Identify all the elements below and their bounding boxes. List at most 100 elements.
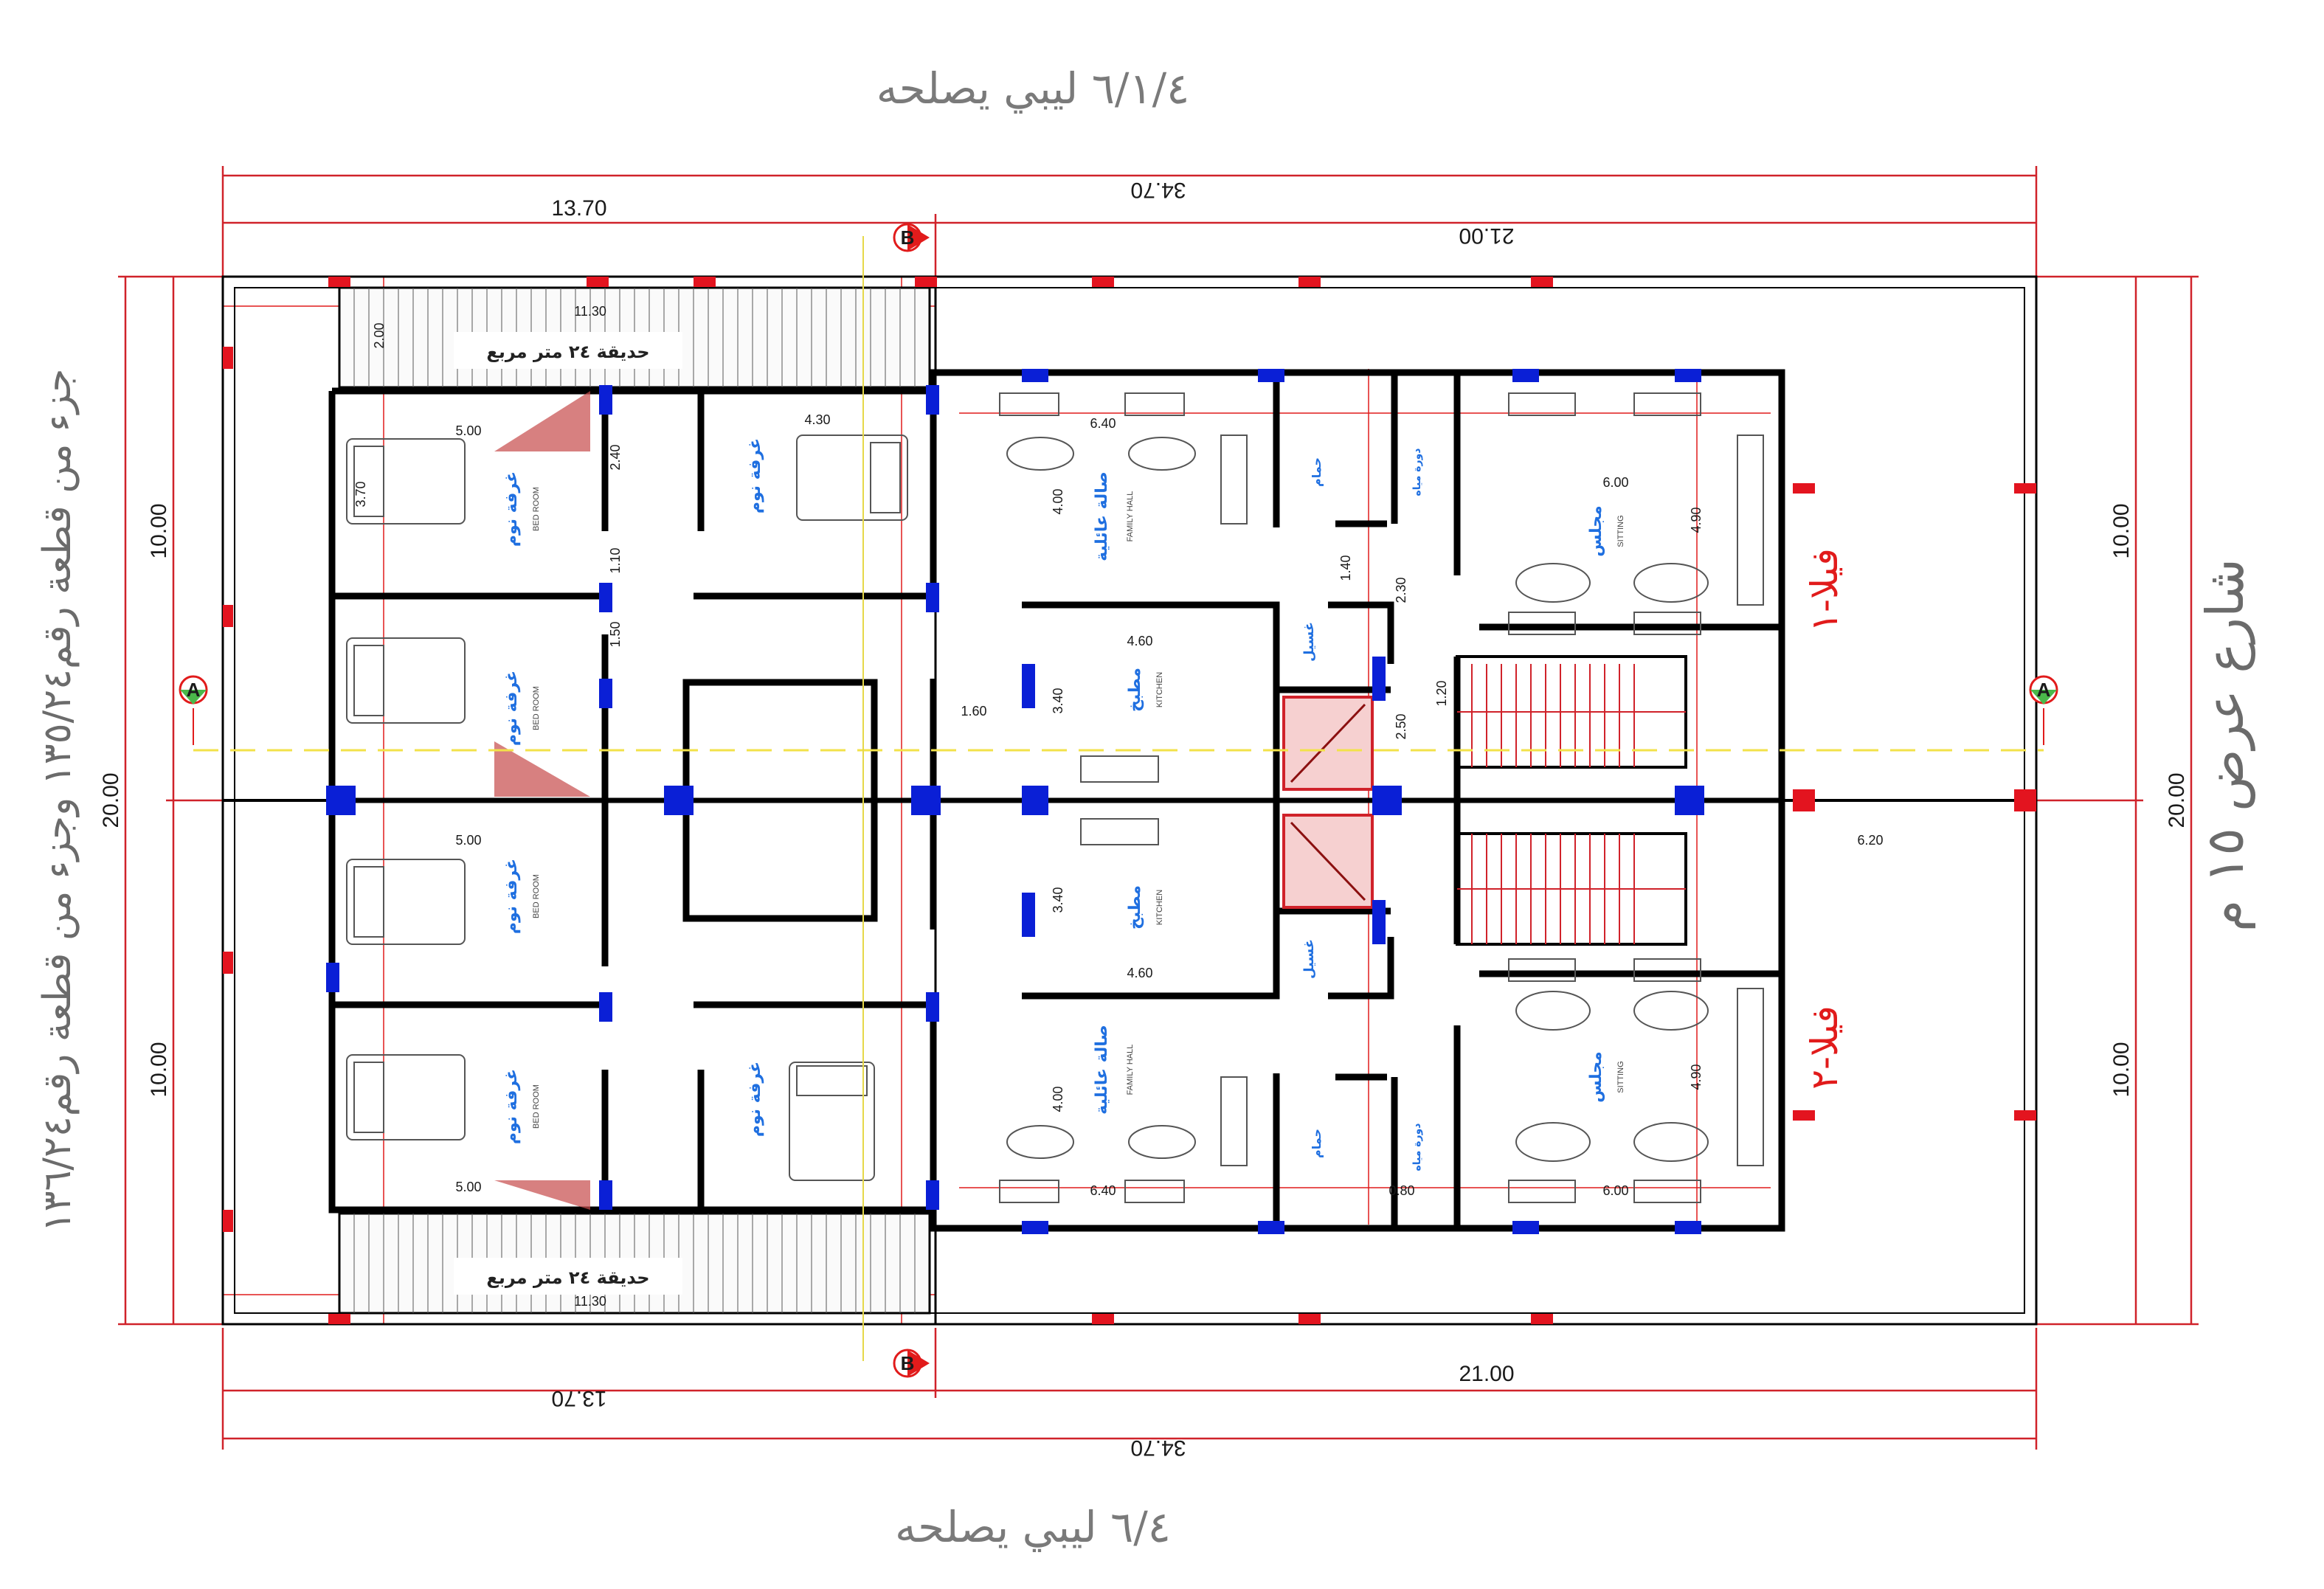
svg-text:4.60: 4.60 — [1127, 966, 1152, 980]
section-b-top: B — [901, 226, 915, 249]
svg-text:FAMILY HALL: FAMILY HALL — [1126, 1045, 1135, 1095]
svg-text:1.50: 1.50 — [608, 621, 623, 647]
svg-text:5.00: 5.00 — [455, 1180, 481, 1194]
right-part-bottom: 21.00 — [1459, 1362, 1514, 1386]
bedroom-label: غرفة نوم — [502, 859, 521, 934]
svg-text:4.90: 4.90 — [1689, 1064, 1704, 1090]
bottom-note: ٦/٤ ليبي يصلحه — [895, 1502, 1171, 1552]
half-depth-left-top: 10.00 — [147, 503, 171, 558]
right-side-text: شارع عرض ١٥ م — [2195, 558, 2255, 932]
laundry-label: غسيل — [1301, 622, 1317, 662]
bedroom-label: غرفة نوم — [502, 471, 521, 547]
svg-text:5.00: 5.00 — [455, 423, 481, 438]
villa-2-label: فيلا-٢ — [1803, 1005, 1846, 1090]
columns — [326, 369, 1704, 1234]
svg-text:2.40: 2.40 — [608, 444, 623, 470]
room-labels-villa-2: غرفة نوم BED ROOM غرفة نوم BED ROOM غرفة… — [502, 859, 1625, 1171]
garden-bottom: حديقة ٢٤ متر مربع 11.30 — [338, 1212, 931, 1315]
bedroom-label: غرفة نوم — [502, 671, 521, 746]
bath-label: حمام — [1310, 457, 1324, 487]
svg-text:1.60: 1.60 — [961, 704, 986, 719]
total-depth-right: 20.00 — [2165, 772, 2189, 828]
svg-text:2.30: 2.30 — [1394, 577, 1408, 603]
svg-text:3.40: 3.40 — [1051, 688, 1065, 713]
sitting-label: مجلس — [1587, 1051, 1605, 1103]
kitchen-label: مطبخ — [1126, 885, 1144, 929]
service-shafts — [494, 391, 1374, 1210]
half-depth-right-top: 10.00 — [2109, 503, 2134, 558]
half-depth-right-bottom: 10.00 — [2109, 1042, 2134, 1097]
section-line-b: B B — [862, 223, 930, 1378]
total-width-top: 34.70 — [1130, 178, 1186, 202]
svg-text:BED ROOM: BED ROOM — [532, 874, 541, 918]
svg-text:KITCHEN: KITCHEN — [1155, 890, 1164, 925]
svg-text:BED ROOM: BED ROOM — [532, 686, 541, 730]
svg-text:4.30: 4.30 — [804, 412, 830, 427]
room-labels-villa-1: غرفة نوم BED ROOM غرفة نوم BED ROOM غرفة… — [502, 438, 1625, 746]
family-hall-label: صالة عائلية — [1093, 1025, 1111, 1115]
stair-treads — [1457, 664, 1686, 944]
left-part-bottom: 13.70 — [551, 1386, 606, 1410]
svg-text:4.00: 4.00 — [1051, 488, 1065, 514]
svg-text:6.40: 6.40 — [1090, 1183, 1116, 1198]
sitting-label: مجلس — [1587, 505, 1605, 557]
svg-text:5.00: 5.00 — [455, 833, 481, 848]
right-dimensions: 20.00 10.00 10.00 — [2036, 275, 2199, 1326]
inner-dimension-labels: 5.00 3.70 2.40 1.10 1.50 4.30 6.40 4.00 … — [353, 412, 1884, 1198]
total-depth-left: 20.00 — [99, 772, 123, 828]
villa-walls — [328, 369, 1785, 1232]
top-dimensions: 34.70 13.70 21.00 — [221, 166, 2038, 280]
garden-top: حديقة ٢٤ متر مربع 11.30 2.00 — [338, 286, 931, 389]
svg-text:SITTING: SITTING — [1616, 515, 1625, 547]
svg-text:2.50: 2.50 — [1394, 713, 1408, 739]
right-part-top: 21.00 — [1459, 224, 1514, 248]
svg-text:11.30: 11.30 — [574, 304, 606, 319]
svg-text:BED ROOM: BED ROOM — [532, 1084, 541, 1129]
section-b-bottom: B — [901, 1352, 915, 1374]
svg-text:4.90: 4.90 — [1689, 507, 1704, 533]
svg-text:SITTING: SITTING — [1616, 1061, 1625, 1093]
svg-text:4.60: 4.60 — [1127, 634, 1152, 648]
section-a-left: A — [187, 679, 201, 701]
section-line-a: A A — [179, 675, 2058, 752]
half-depth-left-bottom: 10.00 — [147, 1042, 171, 1097]
svg-text:1.10: 1.10 — [608, 547, 623, 573]
top-note: ٦/١/٤ ليبي يصلحه — [876, 63, 1190, 114]
beds — [346, 435, 908, 1181]
villa-1-label: فيلا-١ — [1803, 548, 1846, 632]
bedroom-label: غرفة نوم — [502, 1069, 521, 1144]
bedroom-label: غرفة نوم — [746, 1062, 764, 1137]
svg-text:1.40: 1.40 — [1338, 555, 1353, 581]
svg-text:BED ROOM: BED ROOM — [532, 487, 541, 531]
section-a-right: A — [2037, 679, 2051, 701]
svg-text:0.80: 0.80 — [1388, 1183, 1414, 1198]
bottom-dimensions: 21.00 13.70 34.70 — [221, 1328, 2038, 1460]
svg-text:1.20: 1.20 — [1434, 680, 1449, 706]
bath-label: حمام — [1310, 1129, 1324, 1158]
family-hall-label: صالة عائلية — [1093, 471, 1111, 561]
svg-text:FAMILY HALL: FAMILY HALL — [1126, 491, 1135, 542]
svg-text:KITCHEN: KITCHEN — [1155, 672, 1164, 707]
kitchen-label: مطبخ — [1126, 668, 1144, 712]
furniture — [999, 392, 1764, 1203]
total-width-bottom: 34.70 — [1130, 1436, 1186, 1460]
svg-text:4.00: 4.00 — [1051, 1086, 1065, 1112]
laundry-label: غسيل — [1301, 939, 1317, 979]
garden-top-label: حديقة ٢٤ متر مربع — [486, 342, 649, 362]
toilet-label: دورة مياه — [1411, 449, 1423, 496]
toilet-label: دورة مياه — [1411, 1124, 1423, 1171]
svg-text:6.20: 6.20 — [1857, 833, 1883, 848]
svg-text:3.70: 3.70 — [353, 481, 368, 507]
garden-bottom-label: حديقة ٢٤ متر مربع — [486, 1267, 649, 1288]
svg-text:6.00: 6.00 — [1602, 1183, 1628, 1198]
svg-text:11.30: 11.30 — [574, 1294, 606, 1309]
left-part-top: 13.70 — [551, 196, 606, 221]
svg-text:6.00: 6.00 — [1602, 475, 1628, 490]
svg-text:3.40: 3.40 — [1051, 887, 1065, 913]
svg-text:2.00: 2.00 — [372, 322, 387, 348]
svg-text:6.40: 6.40 — [1090, 416, 1116, 431]
bedroom-label: غرفة نوم — [746, 438, 764, 513]
left-side-text: جزء من قطعة رقم١٣٥/٢٤ وجزء من قطعة رقم١٣… — [35, 369, 80, 1233]
perimeter-posts — [223, 277, 2036, 1324]
